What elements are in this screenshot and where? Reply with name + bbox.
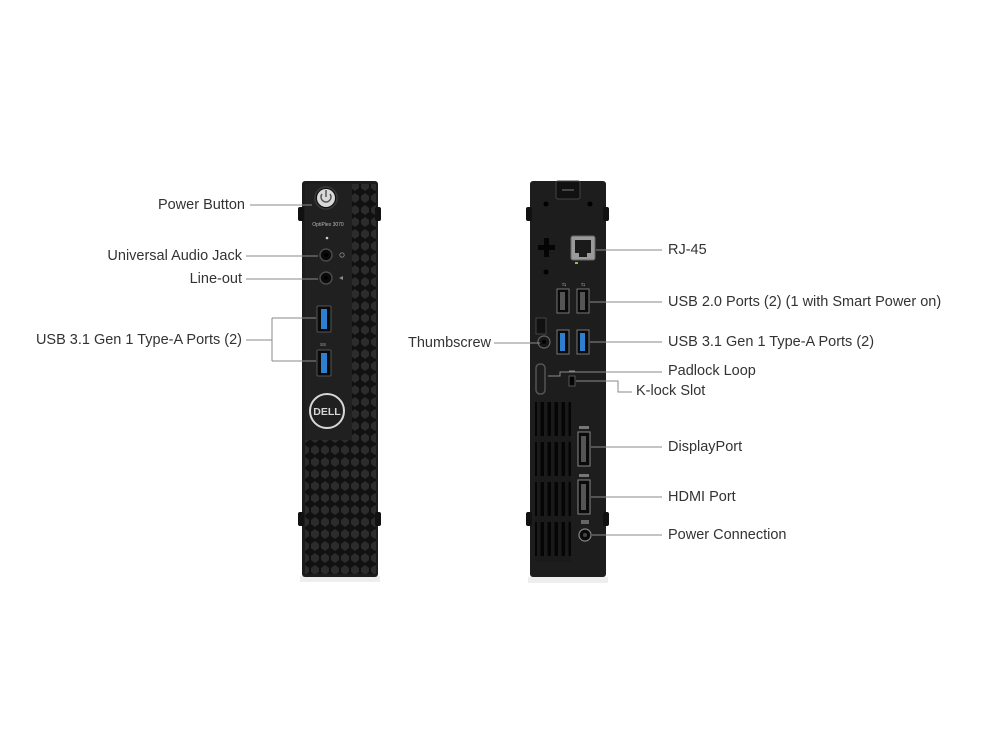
svg-text:DELL: DELL <box>313 406 341 418</box>
rear-leader-lines <box>494 249 662 536</box>
line-out-icon <box>319 271 343 285</box>
front-usb-port-2 <box>316 349 332 377</box>
svg-text:SS: SS <box>320 342 326 347</box>
hdmi-port-icon <box>577 474 591 515</box>
audio-jack-icon <box>319 248 345 262</box>
power-button-icon[interactable] <box>314 186 338 210</box>
displayport-icon <box>577 426 591 467</box>
label-thumbscrew: Thumbscrew <box>408 335 491 351</box>
front-leader-lines <box>246 204 318 362</box>
dell-logo: DELL <box>309 393 345 429</box>
svg-text:⇆: ⇆ <box>562 282 566 288</box>
rear-vent <box>535 402 571 562</box>
label-line-out: Line-out <box>189 271 242 287</box>
rear-usb2-port-1 <box>556 288 570 314</box>
label-rj45: RJ-45 <box>668 242 707 258</box>
label-displayport: DisplayPort <box>668 439 743 455</box>
label-padlock-loop: Padlock Loop <box>668 363 756 379</box>
padlock-loop-icon <box>535 363 546 395</box>
label-rear-usb31: USB 3.1 Gen 1 Type-A Ports (2) <box>668 334 875 350</box>
rj45-port-icon <box>570 235 596 264</box>
label-power-connection: Power Connection <box>668 527 787 543</box>
label-usb20: USB 2.0 Ports (2) (1 with Smart Power on… <box>668 294 942 310</box>
label-audio-jack: Universal Audio Jack <box>107 248 242 264</box>
rear-cross-slot <box>538 238 555 257</box>
label-k-lock-slot: K-lock Slot <box>636 383 706 399</box>
power-connection-icon <box>578 520 592 542</box>
rear-usb2-port-2 <box>576 288 590 314</box>
model-text: OptiPlex 3070 <box>312 222 344 228</box>
label-hdmi-port: HDMI Port <box>668 489 736 505</box>
label-power-button: Power Button <box>157 197 245 213</box>
front-usb-port-1 <box>316 305 332 333</box>
thumbscrew-icon <box>535 317 551 349</box>
k-lock-slot-icon <box>568 370 576 387</box>
front-chassis <box>298 181 381 582</box>
rear-usb31-port-2 <box>576 329 590 355</box>
front-mesh-bottom <box>305 440 376 574</box>
svg-text:⇆: ⇆ <box>581 282 585 288</box>
rear-usb31-port-1 <box>556 329 570 355</box>
label-front-usb31: USB 3.1 Gen 1 Type-A Ports (2) <box>35 332 242 348</box>
